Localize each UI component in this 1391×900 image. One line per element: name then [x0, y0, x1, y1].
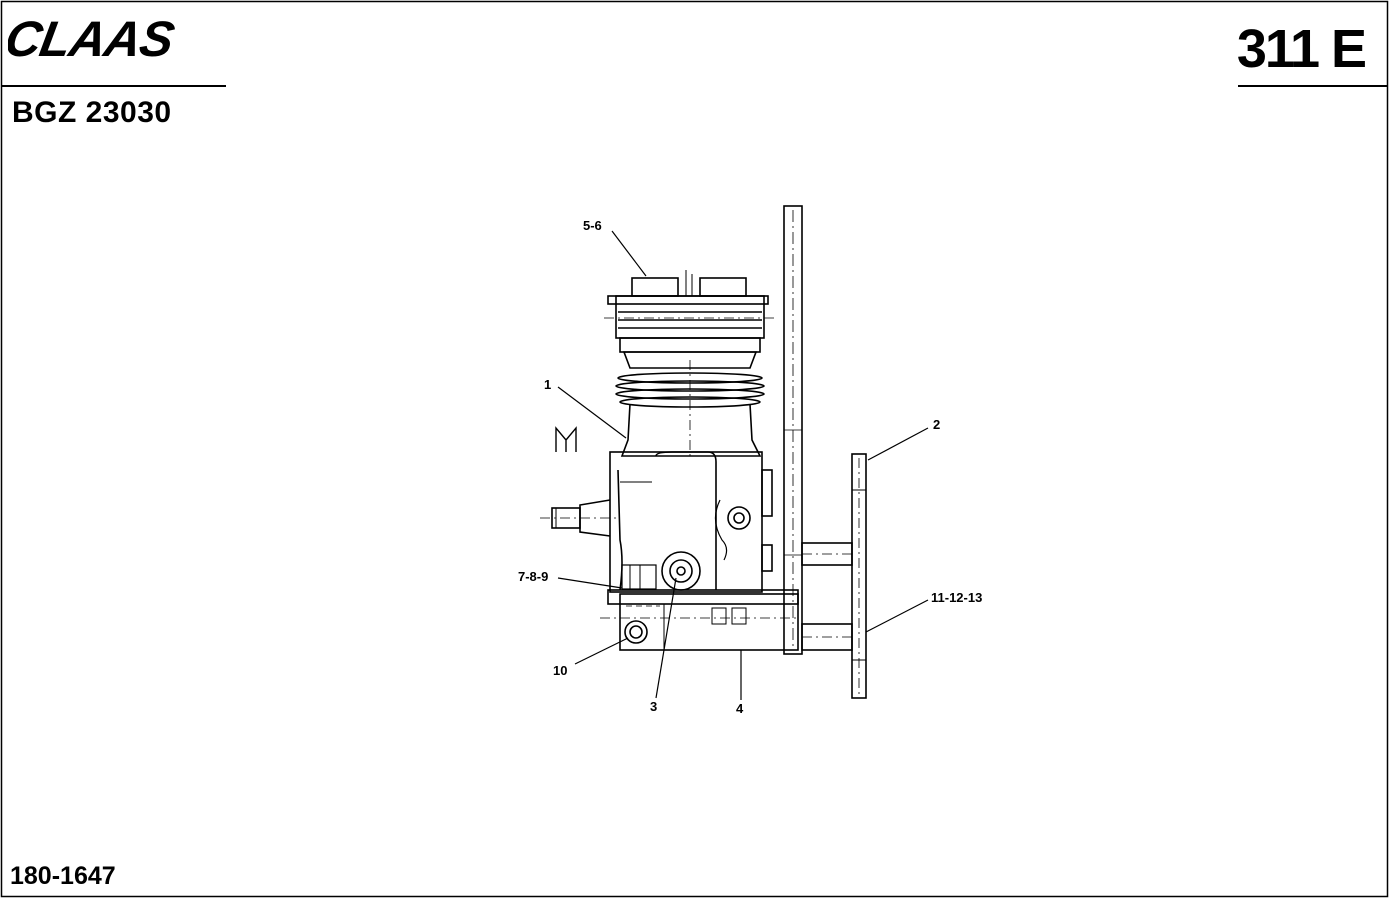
cylinder-block: [615, 337, 765, 460]
fitting-upper: [727, 506, 751, 530]
callout-7-8-9: 7-8-9: [518, 569, 548, 584]
bracket-plate: [783, 205, 803, 655]
callout-11-12-13: 11-12-13: [931, 590, 982, 605]
callout-5-6: 5-6: [583, 218, 602, 233]
fitting-lower: [661, 551, 701, 591]
part-number: 180-1647: [10, 862, 116, 890]
marker-glyph: [555, 426, 577, 452]
support-tubes: [801, 453, 867, 699]
callout-labels: 5-6 1 2 7-8-9 11-12-13 10 3 4: [518, 218, 982, 716]
callout-3: 3: [650, 699, 657, 714]
callout-1: 1: [544, 377, 551, 392]
callout-4: 4: [736, 701, 744, 716]
drawing-code: BGZ 23030: [12, 96, 172, 129]
claas-logo: CLAAS: [1, 10, 230, 69]
brand-text: CLAAS: [8, 14, 179, 64]
base-block: [600, 589, 800, 651]
callout-2: 2: [933, 417, 940, 432]
callout-10: 10: [553, 663, 567, 678]
cylinder-head: [604, 270, 776, 339]
plate-number: 311 E: [1236, 19, 1367, 79]
crankcase: [609, 451, 773, 593]
leader-lines: [557, 230, 929, 700]
drive-shaft: [540, 499, 620, 537]
